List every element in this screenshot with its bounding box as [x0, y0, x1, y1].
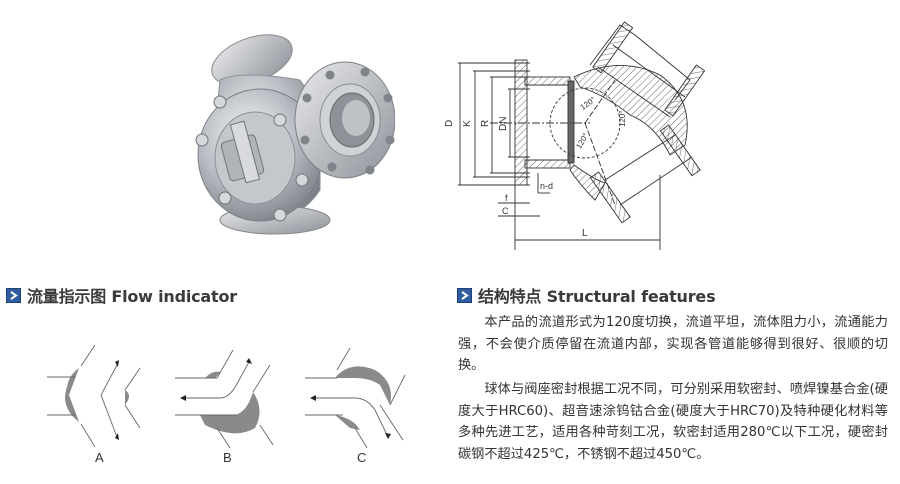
- product-photo: [180, 10, 396, 235]
- dim-label-r: R: [480, 120, 491, 127]
- flow-diagram-label-c: C: [357, 450, 367, 465]
- flow-indicator-title: 流量指示图 Flow indicator: [27, 287, 237, 306]
- flow-diagram-b: B: [175, 340, 285, 465]
- flow-diagram-label-a: A: [95, 450, 104, 465]
- flow-diagram-a: A: [45, 340, 145, 465]
- technical-drawing: D K R DN f C n-d L 120° 120° 120°: [430, 5, 720, 250]
- angle-label-2: 120°: [574, 132, 590, 151]
- chevron-right-icon: [6, 287, 21, 303]
- flow-arrow-down: [115, 433, 119, 440]
- dim-label-f: f: [505, 193, 508, 203]
- flow-arrow-up: [115, 360, 119, 367]
- angle-label-3: 120°: [618, 110, 627, 127]
- valve-photo-illustration: [195, 34, 396, 235]
- structural-features-title: 结构特点 Structural features: [478, 287, 716, 306]
- flow-diagram-label-b: B: [223, 450, 232, 465]
- dim-label-k: K: [462, 120, 473, 127]
- flow-diagram-c: C: [305, 340, 415, 465]
- dim-label-d: D: [444, 120, 455, 127]
- feature-paragraph-2: 球体与阀座密封根据工况不同，可分别采用软密封、喷焊镍基合金(硬度大于HRC60)…: [458, 382, 888, 462]
- dim-label-dn: DN: [498, 117, 509, 131]
- dim-label-c: C: [502, 206, 509, 216]
- cross-section-drawing: D K R DN f C n-d L 120° 120° 120°: [444, 21, 706, 250]
- chevron-right-icon: [457, 287, 472, 303]
- feature-paragraph-1: 本产品的流道形式为120度切换，流道平坦，流体阻力小，流通能力强，不会使介质停留…: [458, 315, 888, 373]
- flow-indicator-heading: 流量指示图 Flow indicator: [6, 283, 237, 307]
- structural-features-heading: 结构特点 Structural features: [457, 283, 716, 307]
- dim-label-n-d: n-d: [540, 181, 553, 191]
- dim-label-l: L: [582, 228, 588, 239]
